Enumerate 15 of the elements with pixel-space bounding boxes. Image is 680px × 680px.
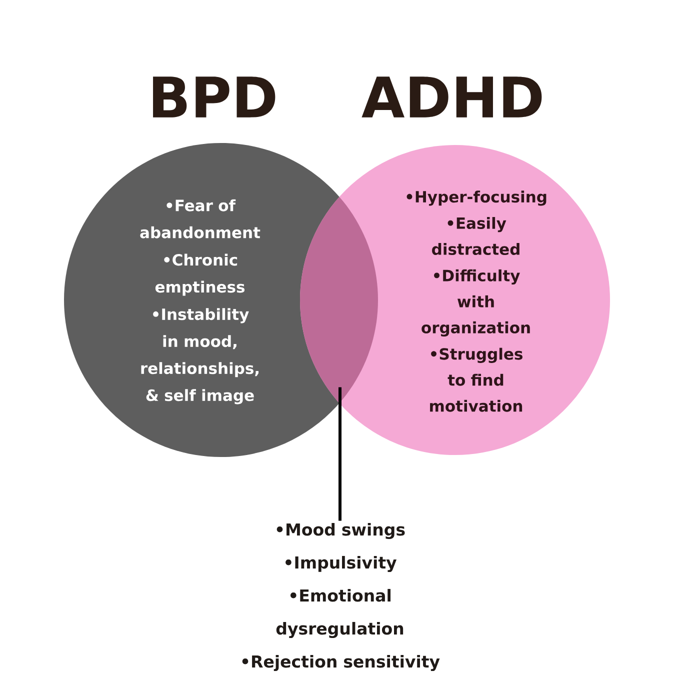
bullet-item: •Easily distracted bbox=[432, 217, 520, 256]
bullet-item: •Mood swings bbox=[276, 522, 405, 540]
bullet-item: •Fear of abandonment bbox=[140, 199, 260, 238]
overlap-region bbox=[300, 196, 378, 404]
bullet-item: •Struggles to find motivation bbox=[430, 348, 522, 412]
heading: ADHD bbox=[362, 76, 542, 118]
bullet-item: •Impulsivity bbox=[286, 556, 397, 572]
heading: BPD bbox=[153, 76, 276, 118]
leader-line bbox=[338, 387, 342, 521]
bullet-item: •Difficulty with organization bbox=[422, 269, 530, 337]
bullet-item: •Chronic emptiness bbox=[155, 254, 244, 296]
bullet-item: •Emotional dysregulation bbox=[276, 588, 404, 638]
bullet-item: •Rejection sensitivity bbox=[242, 654, 440, 672]
bullet-item: •Instability in mood, relationships, & self image bbox=[141, 308, 258, 404]
bullet-item: •Hyper-focusing bbox=[406, 190, 546, 206]
